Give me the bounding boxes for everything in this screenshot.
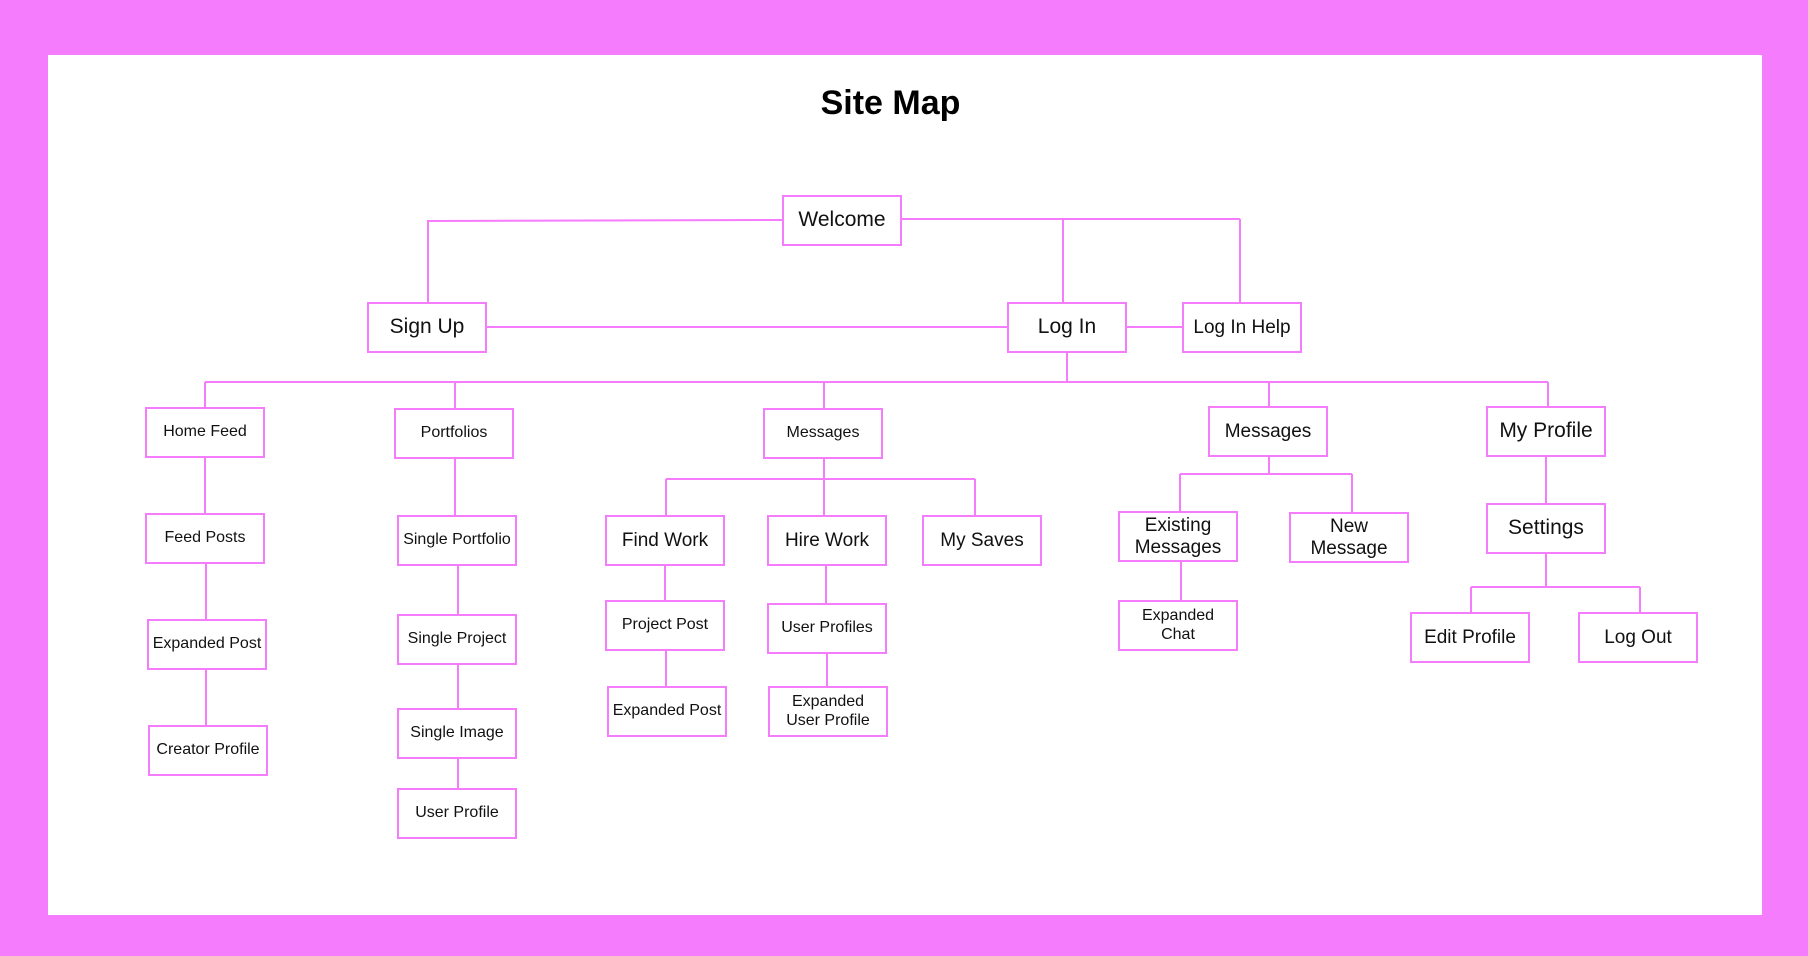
diagram-title: Site Map <box>820 84 961 122</box>
node-user-profiles: User Profiles <box>767 603 887 654</box>
node-log-in: Log In <box>1007 302 1127 353</box>
node-project-post: Project Post <box>605 600 725 651</box>
node-sign-up: Sign Up <box>367 302 487 353</box>
node-log-in-help: Log In Help <box>1182 302 1302 353</box>
link-welcome-signup <box>427 219 784 222</box>
node-welcome: Welcome <box>782 195 902 246</box>
node-single-portfolio: Single Portfolio <box>397 515 517 566</box>
node-edit-profile: Edit Profile <box>1410 612 1530 663</box>
node-settings: Settings <box>1486 503 1606 554</box>
node-portfolios: Portfolios <box>394 408 514 459</box>
node-user-profile: User Profile <box>397 788 517 839</box>
node-messages: Messages <box>1208 406 1328 457</box>
node-single-image: Single Image <box>397 708 517 759</box>
node-expanded-post-work: Expanded Post <box>607 686 727 737</box>
node-expanded-chat: Expanded Chat <box>1118 600 1238 651</box>
node-hire-work: Hire Work <box>767 515 887 566</box>
node-log-out: Log Out <box>1578 612 1698 663</box>
diagram-canvas <box>48 55 1762 915</box>
node-expanded-user-profile: Expanded User Profile <box>768 686 888 737</box>
node-my-saves: My Saves <box>922 515 1042 566</box>
node-existing-messages: Existing Messages <box>1118 511 1238 562</box>
node-new-message: New Message <box>1289 512 1409 563</box>
node-home-feed: Home Feed <box>145 407 265 458</box>
node-my-profile: My Profile <box>1486 406 1606 457</box>
node-creator-profile: Creator Profile <box>148 725 268 776</box>
node-expanded-post-feed: Expanded Post <box>147 619 267 670</box>
node-find-work: Find Work <box>605 515 725 566</box>
node-single-project: Single Project <box>397 614 517 665</box>
node-messages-work: Messages <box>763 408 883 459</box>
node-feed-posts: Feed Posts <box>145 513 265 564</box>
